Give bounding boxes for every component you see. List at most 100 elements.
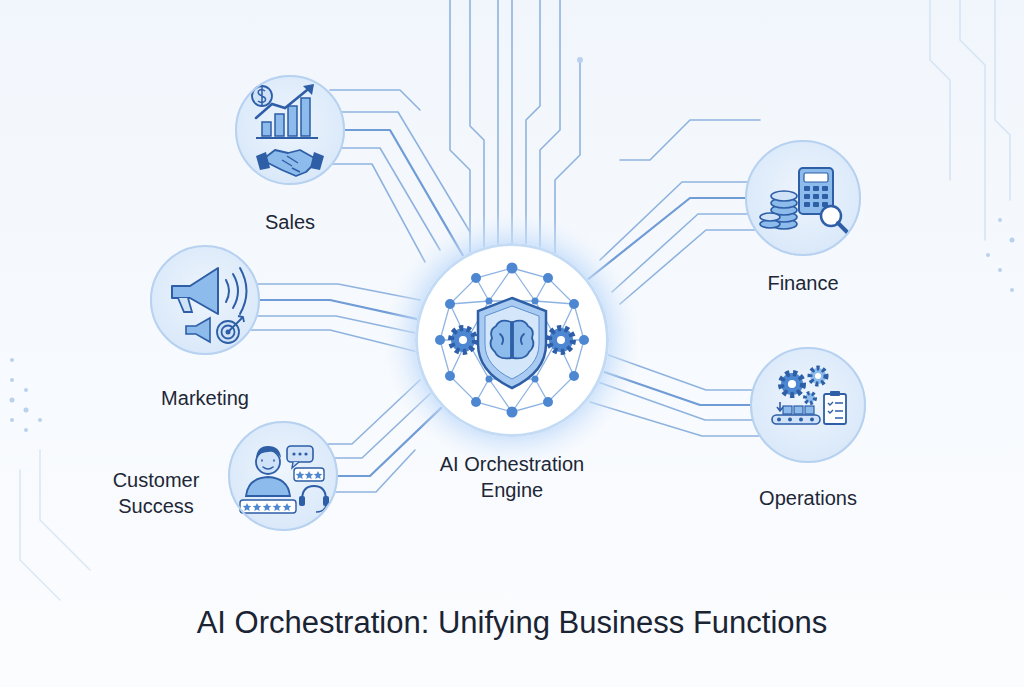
function-node: Marketing [150, 245, 260, 355]
function-node: Finance [745, 140, 861, 256]
customer-success-icon [294, 468, 324, 481]
finance-icon [760, 191, 797, 229]
node-outline [750, 347, 866, 463]
network-node [507, 407, 518, 418]
node-outline [236, 76, 344, 184]
network-node [486, 298, 493, 305]
circuit-trace [930, 0, 950, 180]
network-node [532, 298, 539, 305]
marketing-icon [186, 318, 210, 342]
brain-icon [513, 321, 533, 359]
customer-success-icon [243, 503, 292, 511]
network-node [435, 335, 445, 345]
circle-fill [150, 75, 866, 531]
circuit-trace [300, 164, 425, 262]
node-outline [150, 245, 260, 355]
operations-icon [805, 393, 815, 403]
circuit-trace [620, 120, 760, 160]
finance-icon [804, 202, 810, 207]
operations-icon [810, 418, 814, 422]
customer-success-icon [296, 471, 323, 479]
finance-icon [813, 202, 819, 207]
network-node [486, 376, 493, 383]
finance-icon [822, 186, 828, 191]
operations-icon [824, 394, 846, 424]
gear-icon [451, 328, 475, 352]
sales-icon [256, 86, 312, 118]
operations-icon [772, 415, 820, 424]
node-outline [229, 422, 337, 530]
customer-success-icon [287, 446, 313, 462]
decor-dots [1010, 238, 1015, 243]
neural-network-icon [440, 268, 584, 412]
neural-network-icon [440, 268, 584, 412]
operations-icon [772, 368, 846, 424]
node-outline [235, 75, 345, 185]
node-outline [151, 246, 259, 354]
sales-icon [301, 98, 310, 136]
circuit-trace [330, 90, 420, 110]
decor-dots [24, 428, 28, 432]
finance-icon [804, 186, 828, 207]
finance-icon [813, 186, 819, 191]
sales-icon [262, 122, 271, 136]
sales-icon [258, 87, 266, 105]
function-node: Sales [235, 75, 345, 185]
node-label: Finance [728, 270, 878, 296]
network-node [445, 299, 455, 309]
finance-icon [804, 186, 810, 191]
node-label: Sales [215, 209, 365, 235]
operations-icon [783, 406, 792, 414]
customer-success-icon [298, 452, 301, 455]
sales-icon [256, 152, 324, 170]
operations-icon [777, 402, 783, 411]
function-node: Customer Success [228, 421, 338, 531]
customer-success-icon [246, 477, 290, 496]
finance-icon [838, 223, 847, 232]
circle-fill [750, 347, 866, 463]
circle-fill [235, 75, 345, 185]
brain-icon [491, 321, 534, 359]
customer-success-icon [240, 500, 296, 513]
brain-icon [491, 321, 511, 359]
decor-dots [998, 218, 1002, 222]
network-node [471, 273, 481, 283]
network-node [435, 263, 589, 418]
customer-success-icon [292, 462, 299, 468]
network-node [579, 335, 589, 345]
decor-dots [10, 378, 14, 382]
gear-icon [459, 336, 467, 344]
sales-icon [252, 84, 324, 176]
decor-dots [10, 358, 14, 362]
circuit-trace [612, 214, 790, 292]
operations-icon [830, 391, 840, 396]
decor-dots [577, 57, 583, 63]
sales-icon [262, 150, 318, 176]
finance-icon [813, 194, 819, 199]
circle-fill [384, 212, 640, 468]
node-outline [228, 421, 338, 531]
shield-icon [478, 298, 546, 388]
finance-icon [804, 173, 828, 182]
node-label: Marketing [125, 385, 285, 411]
decor-dots [998, 268, 1002, 272]
decor-dots [1010, 288, 1014, 292]
operations-icon [799, 418, 803, 422]
gear-icon [557, 336, 565, 344]
network-node [543, 397, 553, 407]
decor-dots [24, 388, 28, 392]
operations-icon [788, 380, 796, 388]
network-node [471, 397, 481, 407]
marketing-icon [172, 268, 247, 343]
sales-icon [275, 114, 284, 136]
shield-icon [485, 306, 539, 379]
network-node [569, 371, 579, 381]
node-outline [415, 243, 609, 437]
circle-fill [745, 140, 861, 256]
decor-dots [10, 418, 14, 422]
operations-icon [828, 402, 843, 418]
function-node: Operations [750, 347, 866, 463]
gear-icon [549, 328, 573, 352]
